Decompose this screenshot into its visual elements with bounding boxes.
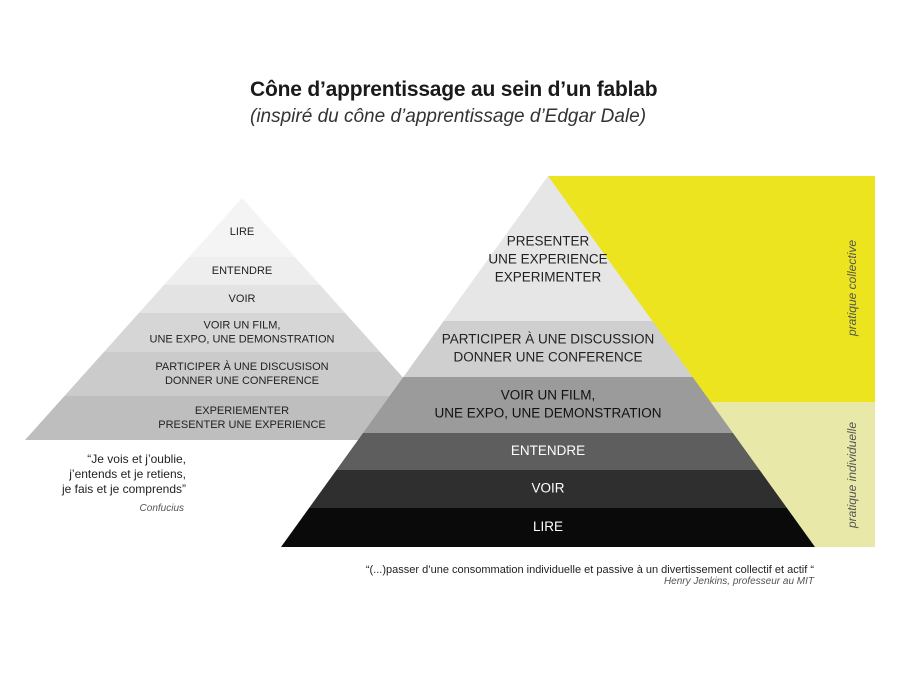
right-pyramid-level-label: PARTICIPER À UNE DISCUSSION xyxy=(442,332,655,347)
right-pyramid-level xyxy=(443,176,653,321)
left-pyramid-level xyxy=(138,285,346,313)
left-pyramid-level xyxy=(103,313,381,352)
right-pyramid-level-label: UNE EXPO, UNE DEMONSTRATION xyxy=(434,406,661,421)
right-pyramid-level-label: UNE EXPERIENCE xyxy=(488,252,607,267)
confucius-quote-line: j’entends et je retiens, xyxy=(69,467,186,481)
right-pyramid-level-label: LIRE xyxy=(533,519,563,534)
right-pyramid-level xyxy=(281,508,815,547)
right-pyramid-level xyxy=(309,470,787,508)
confucius-quote-line: je fais et je comprends” xyxy=(61,482,186,496)
right-pyramid-level-label: ENTENDRE xyxy=(511,443,585,458)
left-pyramid-level-label: VOIR xyxy=(229,293,256,305)
right-pyramid-level xyxy=(336,433,760,470)
right-pyramid-level-label: EXPERIMENTER xyxy=(495,270,602,285)
confucius-quote: “Je vois et j’oublie, j’entends et je re… xyxy=(40,452,186,497)
left-pyramid-level xyxy=(25,396,459,440)
left-pyramid-level-label: ENTENDRE xyxy=(212,265,273,277)
left-pyramid-level-label: UNE EXPO, UNE DEMONSTRATION xyxy=(150,333,335,345)
jenkins-author: Henry Jenkins, professeur au MIT xyxy=(663,576,814,587)
jenkins-quote: “(...)passer d’une consommation individu… xyxy=(365,564,814,576)
confucius-author: Confucius xyxy=(139,503,184,514)
right-pyramid-level-label: VOIR UN FILM, xyxy=(501,388,596,403)
collective-practice-label: pratique collective xyxy=(845,240,859,337)
individual-practice-band xyxy=(700,402,875,547)
diagram-title: Cône d’apprentissage au sein d’un fablab xyxy=(250,78,658,101)
collective-practice-band xyxy=(548,176,875,402)
left-pyramid-level-label: LIRE xyxy=(230,226,254,238)
right-pyramid-level xyxy=(403,321,693,377)
individual-practice-label: pratique individuelle xyxy=(845,422,859,529)
left-pyramid-level-label: PRESENTER UNE EXPERIENCE xyxy=(158,419,325,431)
left-pyramid-level-label: EXPERIEMENTER xyxy=(195,405,289,417)
confucius-quote-line: “Je vois et j’oublie, xyxy=(87,452,186,466)
left-pyramid-level xyxy=(64,352,420,396)
left-pyramid-level-label: PARTICIPER À UNE DISCUSISON xyxy=(155,360,328,373)
left-pyramid-level xyxy=(163,257,321,285)
right-pyramid-level xyxy=(363,377,733,433)
diagram-subtitle: (inspiré du cône d’apprentissage d’Edgar… xyxy=(250,106,647,127)
left-pyramid-level-label: VOIR UN FILM, xyxy=(203,319,280,331)
left-pyramid-level xyxy=(189,198,295,257)
left-pyramid-level-label: DONNER UNE CONFERENCE xyxy=(165,375,319,387)
right-pyramid-level-label: PRESENTER xyxy=(507,234,590,249)
right-pyramid-level-label: DONNER UNE CONFERENCE xyxy=(453,350,642,365)
right-pyramid-level-label: VOIR xyxy=(531,481,564,496)
